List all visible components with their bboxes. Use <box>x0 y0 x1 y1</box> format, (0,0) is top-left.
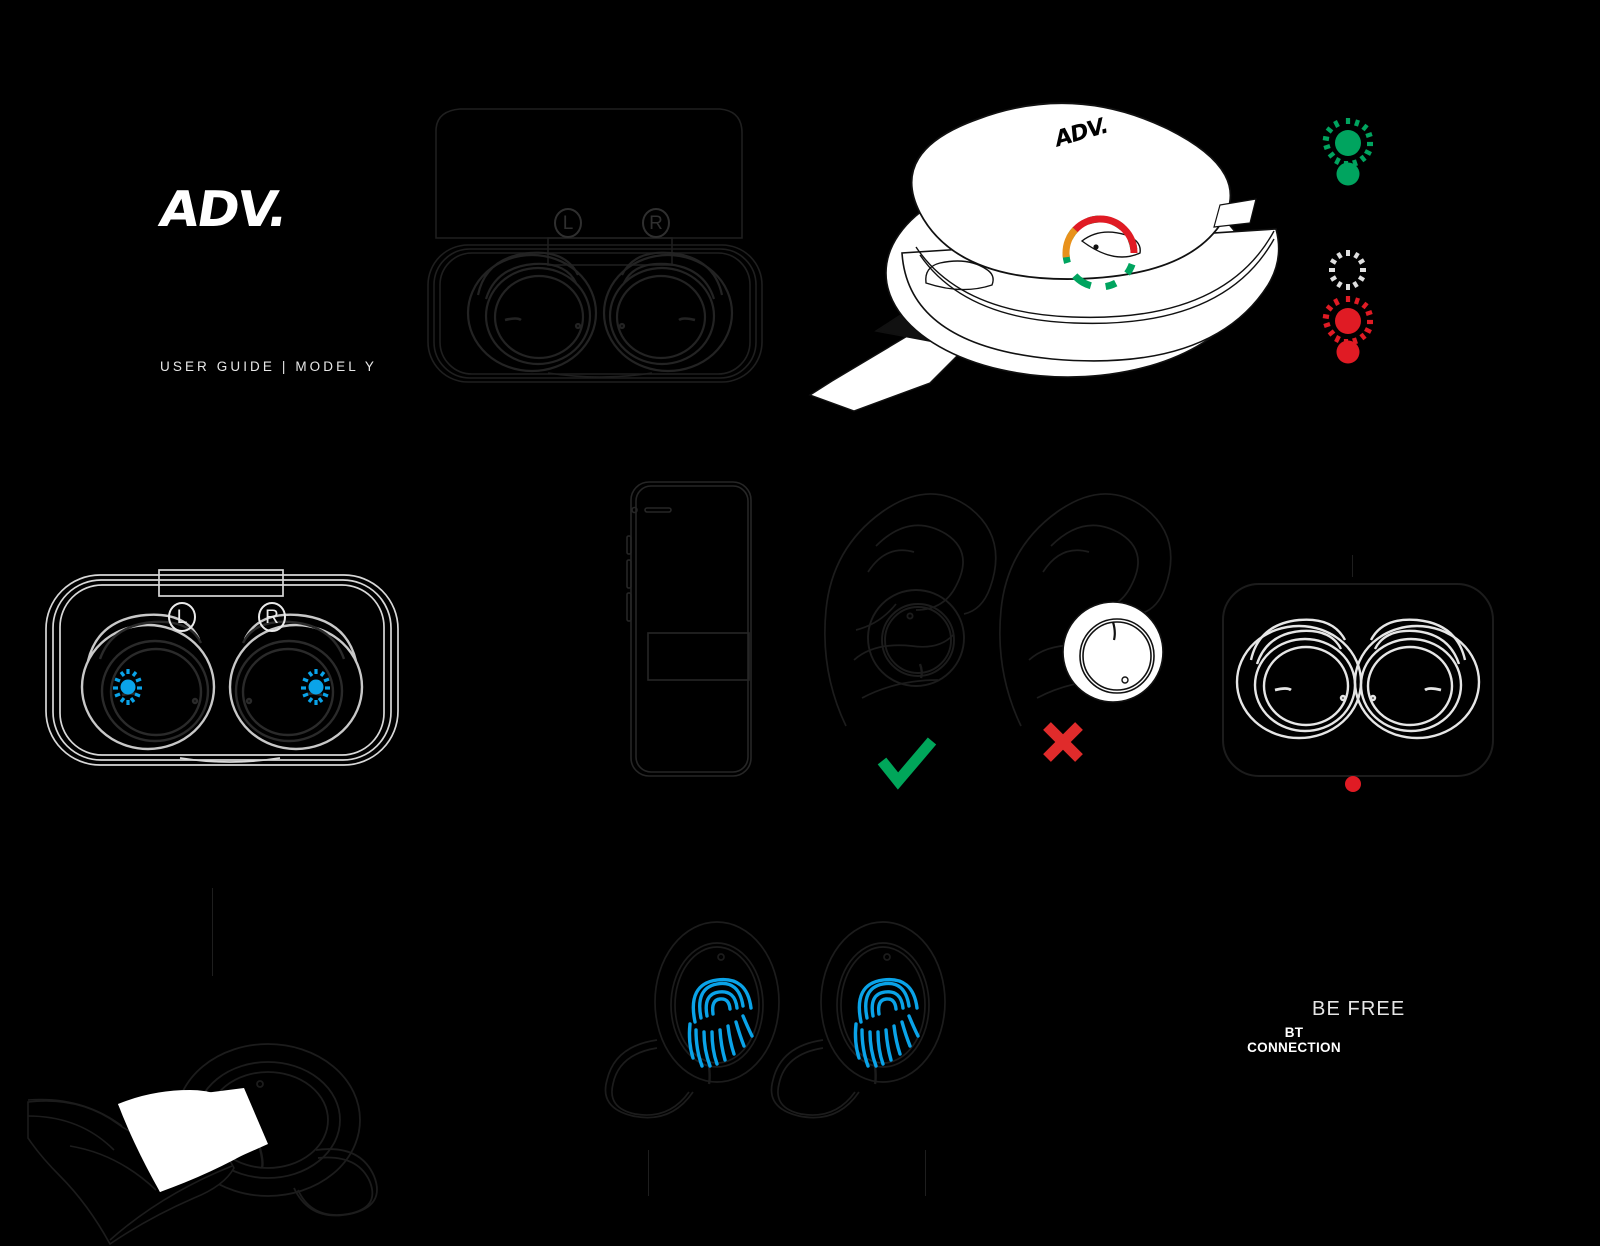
case-lid <box>435 108 743 239</box>
phone-screen-line-2: CONNECTION <box>1247 1040 1341 1055</box>
case-body-inner <box>59 584 385 756</box>
case-lip <box>547 372 653 378</box>
case-body-mid <box>433 248 757 379</box>
phone-button-volume-up <box>626 559 632 589</box>
badge-right: R <box>258 602 286 632</box>
led-highlight-ring <box>1062 215 1138 291</box>
case-pairing-illustration: L R <box>45 569 399 766</box>
channel-badges: L R <box>554 208 670 238</box>
badge-right-label: R <box>265 607 279 628</box>
case-side-tab <box>1213 198 1257 228</box>
phone-device-list-item <box>647 632 750 681</box>
ring-amber-arc <box>1062 215 1138 291</box>
led-white-blinking <box>1329 250 1366 290</box>
ear-fit-correct-figure <box>810 480 997 790</box>
led-red-solid <box>1336 340 1360 364</box>
divider-bottom-right <box>925 1150 926 1196</box>
earbud-two <box>770 921 946 1119</box>
case-body-outer <box>45 574 399 766</box>
case-led-dot <box>1093 244 1099 250</box>
led-blue-left <box>113 669 142 705</box>
brand-block: ADV. USER GUIDE | MODEL Y <box>155 181 580 374</box>
phone-button-mute <box>626 535 632 555</box>
case-body-outer <box>427 244 763 383</box>
phone-screen-line-1: BT <box>1284 1025 1304 1040</box>
led-green-solid <box>1336 162 1360 186</box>
phone-speaker-grill <box>644 507 672 513</box>
ring-red-arc <box>1062 215 1138 291</box>
fingerprint-icon-1 <box>687 977 754 1068</box>
divider-reset-case <box>1352 555 1353 577</box>
badge-left-label: L <box>177 607 188 628</box>
badge-left: L <box>554 208 582 238</box>
earbud-left <box>466 251 598 373</box>
guide-subtitle: USER GUIDE | MODEL Y <box>160 359 378 374</box>
led-legend-illustration <box>1322 118 1373 364</box>
earbud-left <box>80 613 216 751</box>
finger <box>27 1088 268 1246</box>
cross-icon <box>1043 722 1083 762</box>
earbud-right <box>228 613 364 751</box>
hand-tap-illustration <box>27 1043 378 1246</box>
case-hinge <box>547 237 673 266</box>
charging-case-pairing-figure: L R <box>40 555 420 785</box>
ear-fit-incorrect-figure <box>985 480 1172 762</box>
case-lip <box>179 757 281 763</box>
divider-left <box>212 888 213 976</box>
earbud-outside-ear <box>1062 601 1164 703</box>
touch-controls-illustration <box>604 921 946 1119</box>
charging-case-reset-figure <box>1195 572 1515 807</box>
channel-badges: L R <box>168 602 286 632</box>
led-green-blinking <box>1322 118 1373 167</box>
charging-case-open-figure: L R <box>420 95 780 385</box>
case-body <box>1222 583 1494 777</box>
ear-correct-illustration <box>824 493 997 790</box>
earbud-left <box>1235 618 1363 740</box>
led-blue-right <box>301 669 330 705</box>
earbud-right <box>602 251 734 373</box>
led-legend <box>1320 110 1390 364</box>
case-seams <box>915 230 1275 325</box>
earbud-left-detail <box>98 620 210 743</box>
phone-figure: BT CONNECTION <box>605 478 1341 1055</box>
led-red-status <box>1345 776 1361 792</box>
ear-incorrect-illustration <box>999 493 1172 762</box>
case-body-inner <box>439 252 751 375</box>
badge-right: R <box>642 208 670 238</box>
case-reset-illustration <box>1222 583 1494 792</box>
phone-screen-text: BT CONNECTION <box>1244 1025 1344 1055</box>
case-body-mid <box>52 579 392 761</box>
case-hinge <box>158 569 284 597</box>
check-icon <box>877 737 937 790</box>
case-open-illustration: L R <box>427 108 763 383</box>
divider-bottom-left <box>648 1150 649 1196</box>
earbud-right-detail <box>234 620 346 743</box>
phone-illustration <box>626 481 752 777</box>
earbud-right <box>1353 618 1481 740</box>
badge-right-label: R <box>649 213 663 234</box>
phone-front-camera <box>631 506 638 514</box>
touch-gesture-figure <box>0 1020 380 1246</box>
phone-outer-frame <box>630 481 752 777</box>
led-red-blinking <box>1322 296 1373 345</box>
touch-controls-figure <box>595 910 946 1120</box>
badge-left: L <box>168 602 196 632</box>
tagline: BE FREE <box>1312 998 1406 1020</box>
phone-inner-frame <box>635 485 749 773</box>
fingerprint-icon-2 <box>853 977 920 1068</box>
case-lid-top <box>910 102 1232 280</box>
badge-left-label: L <box>563 213 574 234</box>
earbud-in-ear <box>867 589 965 687</box>
case-charging-illustration: ADV. <box>808 102 1280 412</box>
charging-case-charging-figure: ADV. <box>808 95 1290 415</box>
phone-button-volume-down <box>626 592 632 622</box>
earbud-one <box>604 921 780 1119</box>
